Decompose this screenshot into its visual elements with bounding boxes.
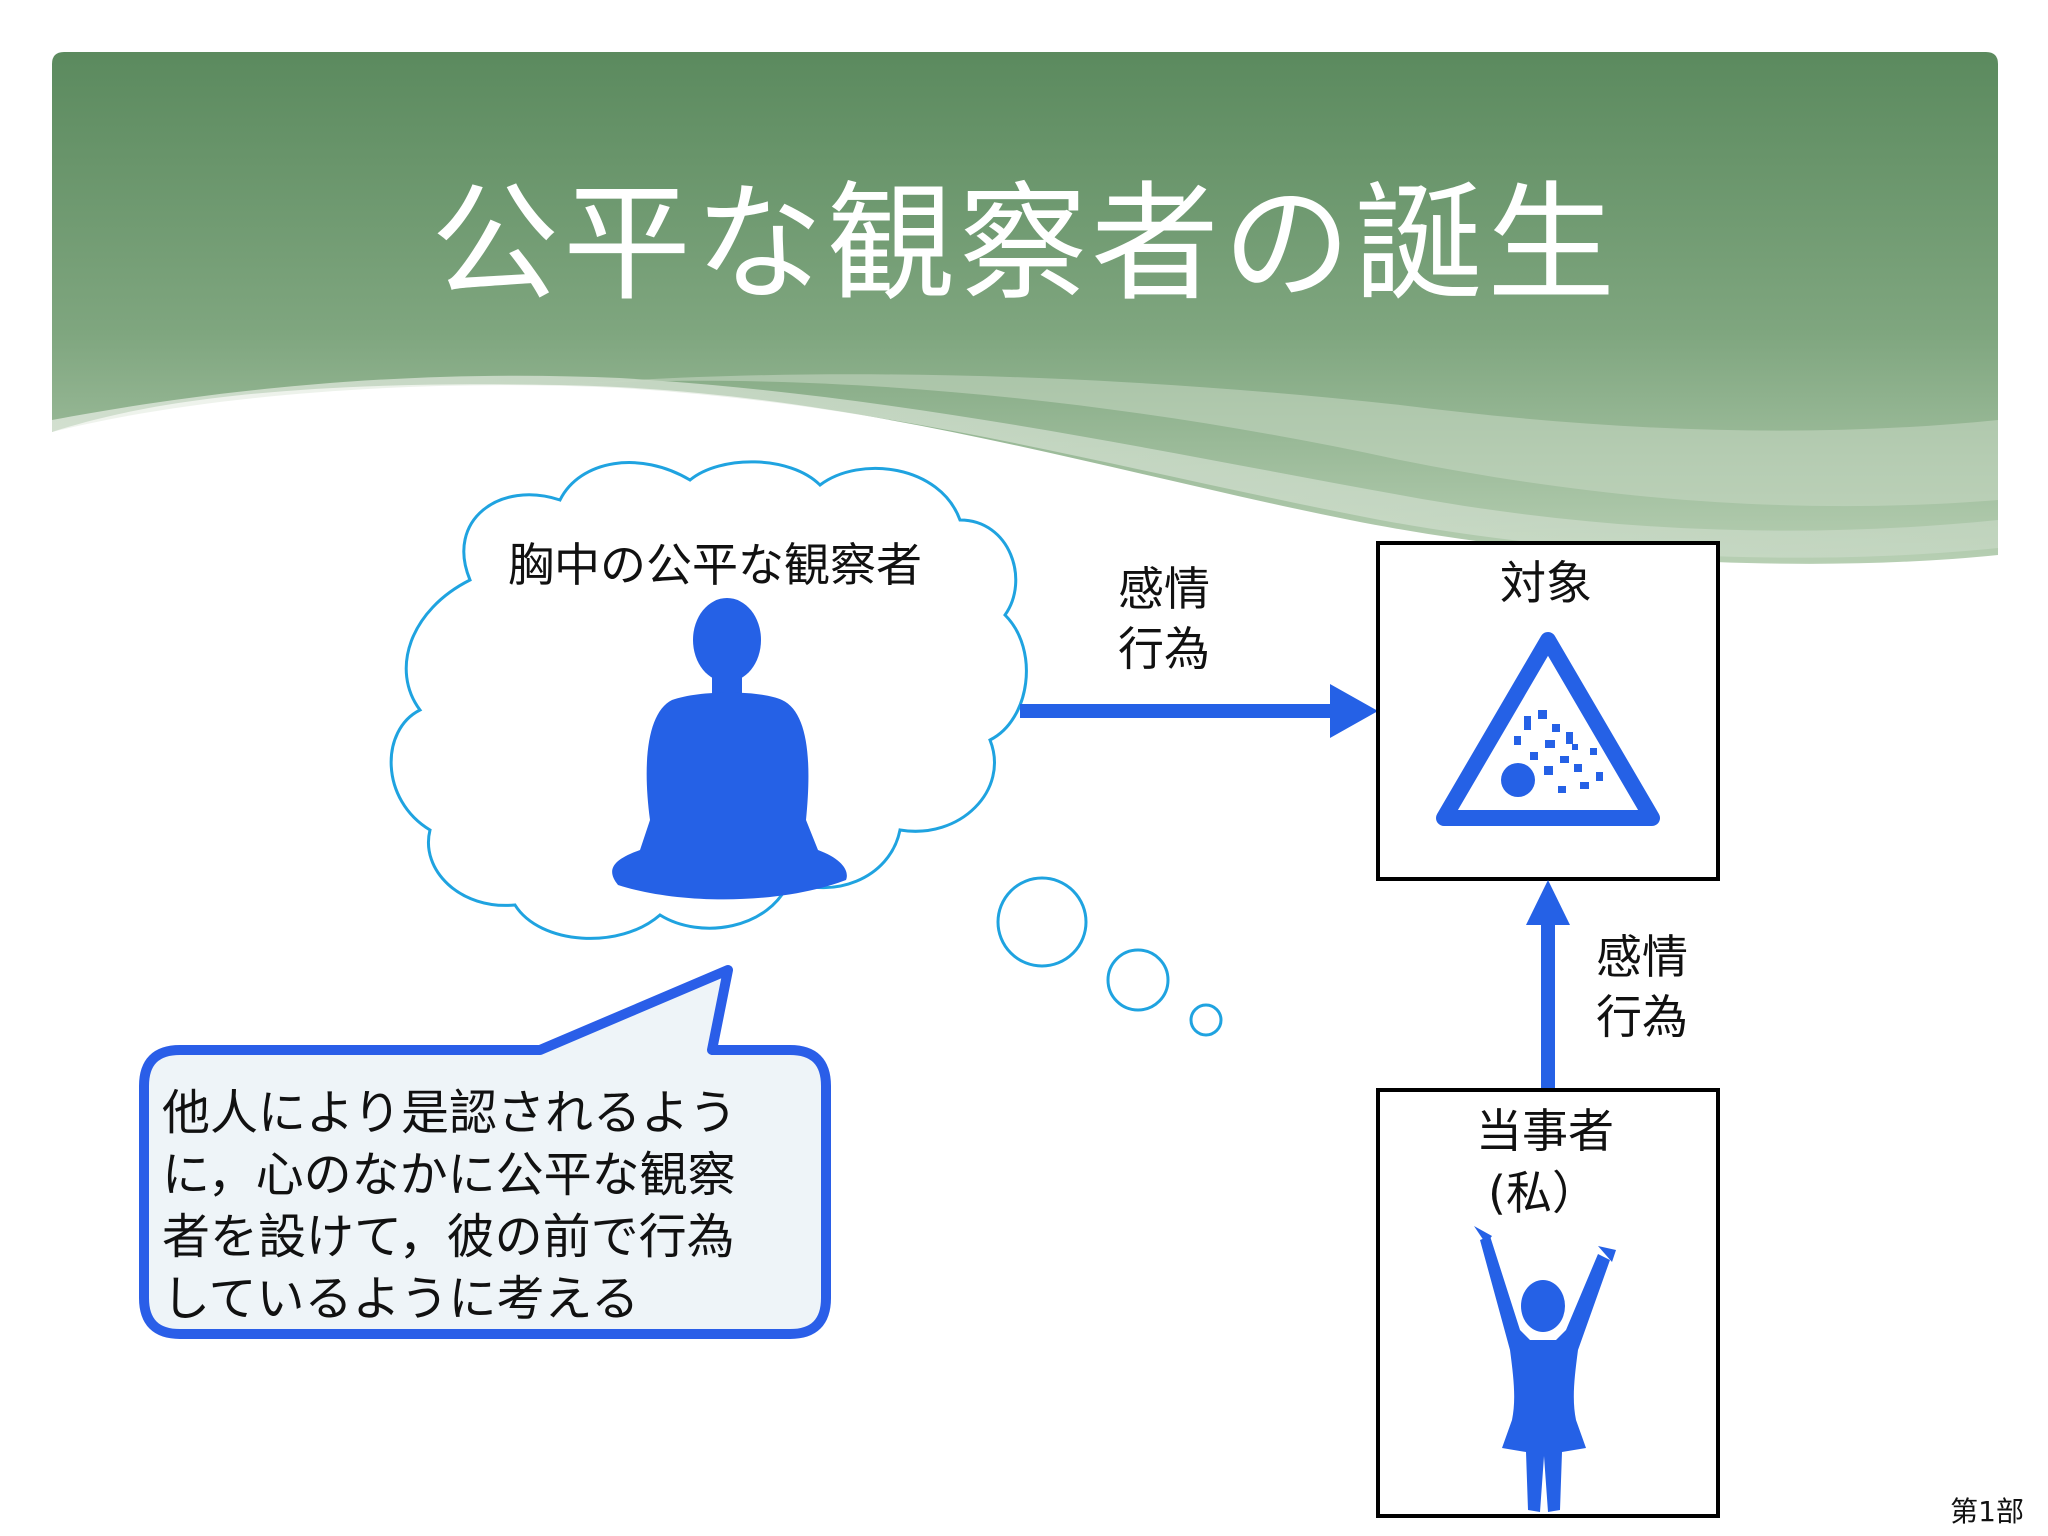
arrow-top-label-action: 行為 bbox=[1118, 622, 1210, 676]
arrow-top-label-emotion: 感情 bbox=[1118, 562, 1210, 616]
arrow-self-to-object bbox=[1526, 880, 1570, 1090]
callout-text: 他人により是認されるよう に，心のなかに公平な観察 者を設けて，彼の前で行為 し… bbox=[162, 1082, 822, 1330]
explosion-warning-icon bbox=[1436, 632, 1660, 826]
thought-bubble-medium bbox=[1106, 948, 1170, 1012]
speech-callout bbox=[139, 965, 831, 1339]
slide-title: 公平な観察者の誕生 bbox=[430, 170, 1619, 319]
arrow-to-object bbox=[1020, 684, 1378, 738]
thought-bubble-small bbox=[1189, 1003, 1223, 1037]
arrow-side-label-action: 行為 bbox=[1596, 990, 1688, 1044]
callout-line: 他人により是認されるよう bbox=[162, 1085, 738, 1141]
header-swoosh bbox=[52, 375, 1998, 558]
thought-bubble-large bbox=[996, 876, 1088, 968]
callout-line: 者を設けて，彼の前で行為 bbox=[162, 1209, 735, 1265]
self-label-me: (私） bbox=[1488, 1166, 1598, 1220]
object-label: 対象 bbox=[1500, 556, 1592, 610]
thought-label: 胸中の公平な観察者 bbox=[508, 538, 922, 592]
child-arms-raised-icon bbox=[1474, 1226, 1616, 1512]
callout-line: に，心のなかに公平な観察 bbox=[162, 1147, 736, 1203]
page-label: 第1部 bbox=[1950, 1495, 2024, 1528]
callout-line: しているように考える bbox=[162, 1271, 640, 1327]
header-swoosh-2 bbox=[560, 374, 1998, 507]
meditating-person-icon bbox=[612, 598, 847, 900]
arrow-side-label-emotion: 感情 bbox=[1596, 930, 1688, 984]
self-label: 当事者 bbox=[1476, 1104, 1614, 1158]
